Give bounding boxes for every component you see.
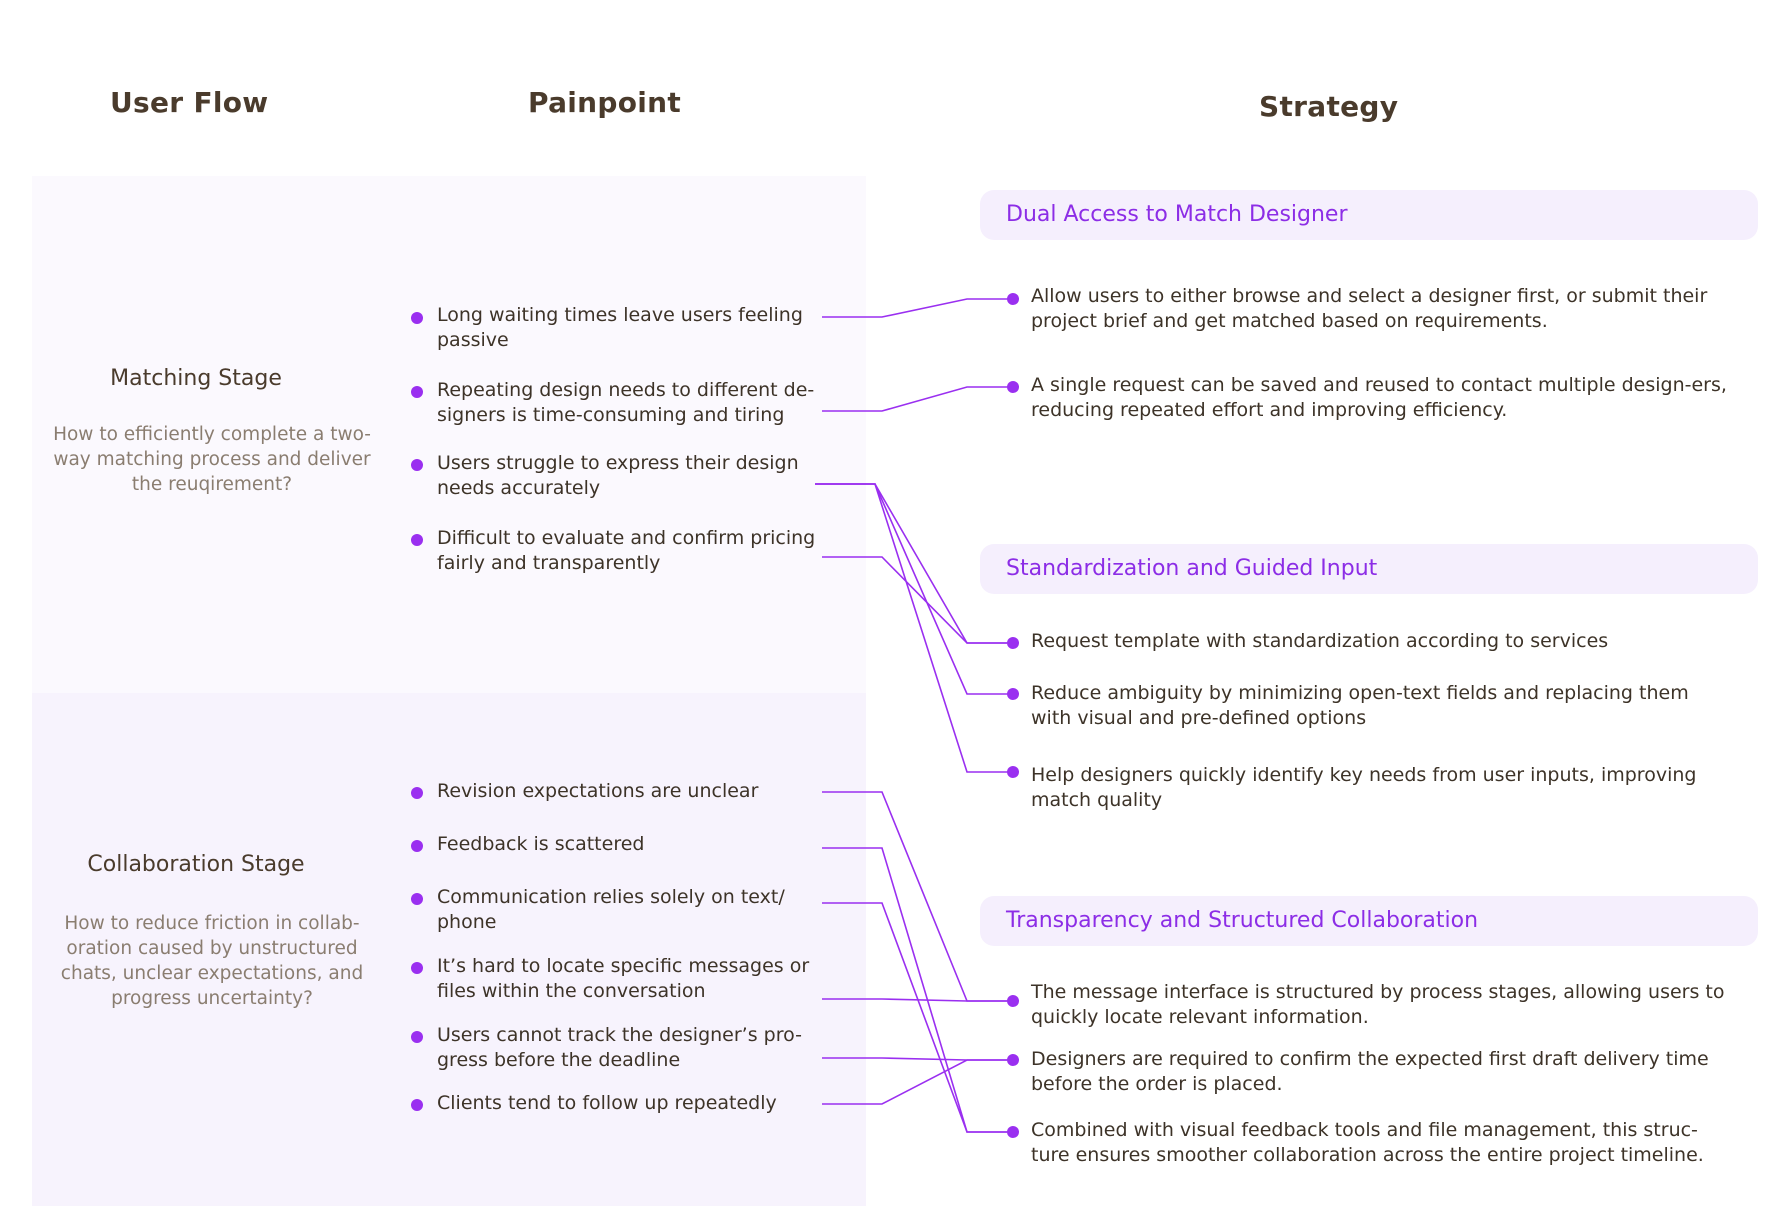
connector-line — [822, 386, 1007, 412]
painpoint-bullet — [411, 1099, 423, 1111]
painpoint-item: Clients tend to follow up repeatedly — [437, 1092, 777, 1114]
connector-line — [822, 556, 1007, 644]
collaboration-stage-title: Collaboration Stage — [87, 852, 305, 877]
connector-line — [822, 298, 1007, 318]
strategy-item: Combined with visual feedback tools and … — [1031, 1119, 1704, 1166]
connector-line — [822, 998, 1007, 1002]
painpoint-bullet — [411, 386, 423, 398]
strategy-group-dual-access: Dual Access to Match Designer — [980, 190, 1758, 240]
painpoint-item: It’s hard to locate specific messages or… — [437, 955, 810, 1002]
painpoint-bullet — [411, 787, 423, 799]
painpoint-item: Users cannot track the designer’s pro-gr… — [437, 1024, 802, 1071]
strategy-item: Allow users to either browse and select … — [1031, 285, 1708, 332]
connector-line — [815, 483, 1007, 773]
strategy-item: Reduce ambiguity by minimizing open-text… — [1031, 682, 1689, 729]
strategy-group-transparency: Transparency and Structured Collaboratio… — [980, 896, 1758, 946]
matching-stage-panel — [32, 176, 866, 693]
connector-line — [815, 483, 1007, 644]
matching-stage-question: How to efficiently complete a two-way ma… — [53, 424, 371, 495]
connector-line — [822, 791, 1007, 1002]
header-strategy: Strategy — [1259, 90, 1399, 123]
strategy-group-standardization: Standardization and Guided Input — [980, 544, 1758, 594]
matching-stage-title: Matching Stage — [110, 366, 282, 391]
connector-line — [815, 483, 1007, 695]
painpoint-bullet — [411, 962, 423, 974]
strategy-bullet — [1007, 995, 1019, 1007]
strategy-bullet — [1007, 381, 1019, 393]
strategy-bullet — [1007, 637, 1019, 649]
painpoint-item: Repeating design needs to different de-s… — [437, 379, 815, 426]
strategy-item: Help designers quickly identify key need… — [1031, 764, 1697, 811]
connector-line — [822, 1059, 1007, 1105]
painpoint-bullet — [411, 893, 423, 905]
header-painpoint: Painpoint — [528, 86, 682, 119]
painpoint-item: Long waiting times leave users feeling p… — [437, 304, 803, 351]
painpoint-item: Feedback is scattered — [437, 833, 645, 855]
connector-line — [822, 902, 1007, 1133]
painpoint-bullet — [411, 840, 423, 852]
header-user-flow: User Flow — [110, 86, 269, 119]
painpoint-item: Users struggle to express their design n… — [437, 452, 799, 499]
strategy-bullet — [1007, 766, 1019, 778]
painpoint-bullet — [411, 534, 423, 546]
painpoint-item: Communication relies solely on text/ pho… — [437, 886, 785, 933]
strategy-item: A single request can be saved and reused… — [1031, 374, 1727, 421]
strategy-bullet — [1007, 293, 1019, 305]
strategy-bullet — [1007, 688, 1019, 700]
painpoint-bullet — [411, 312, 423, 324]
painpoint-bullet — [411, 459, 423, 471]
collaboration-stage-panel — [32, 693, 866, 1206]
strategy-item: Request template with standardization ac… — [1031, 630, 1609, 652]
painpoint-bullet — [411, 1031, 423, 1043]
collaboration-stage-question: How to reduce friction in collab-oration… — [60, 913, 364, 1009]
painpoint-item: Revision expectations are unclear — [437, 780, 759, 802]
strategy-bullet — [1007, 1126, 1019, 1138]
strategy-bullet — [1007, 1054, 1019, 1066]
strategy-item: Designers are required to confirm the ex… — [1031, 1048, 1709, 1095]
strategy-item: The message interface is structured by p… — [1031, 981, 1725, 1028]
painpoint-item: Difficult to evaluate and confirm pricin… — [437, 527, 816, 574]
